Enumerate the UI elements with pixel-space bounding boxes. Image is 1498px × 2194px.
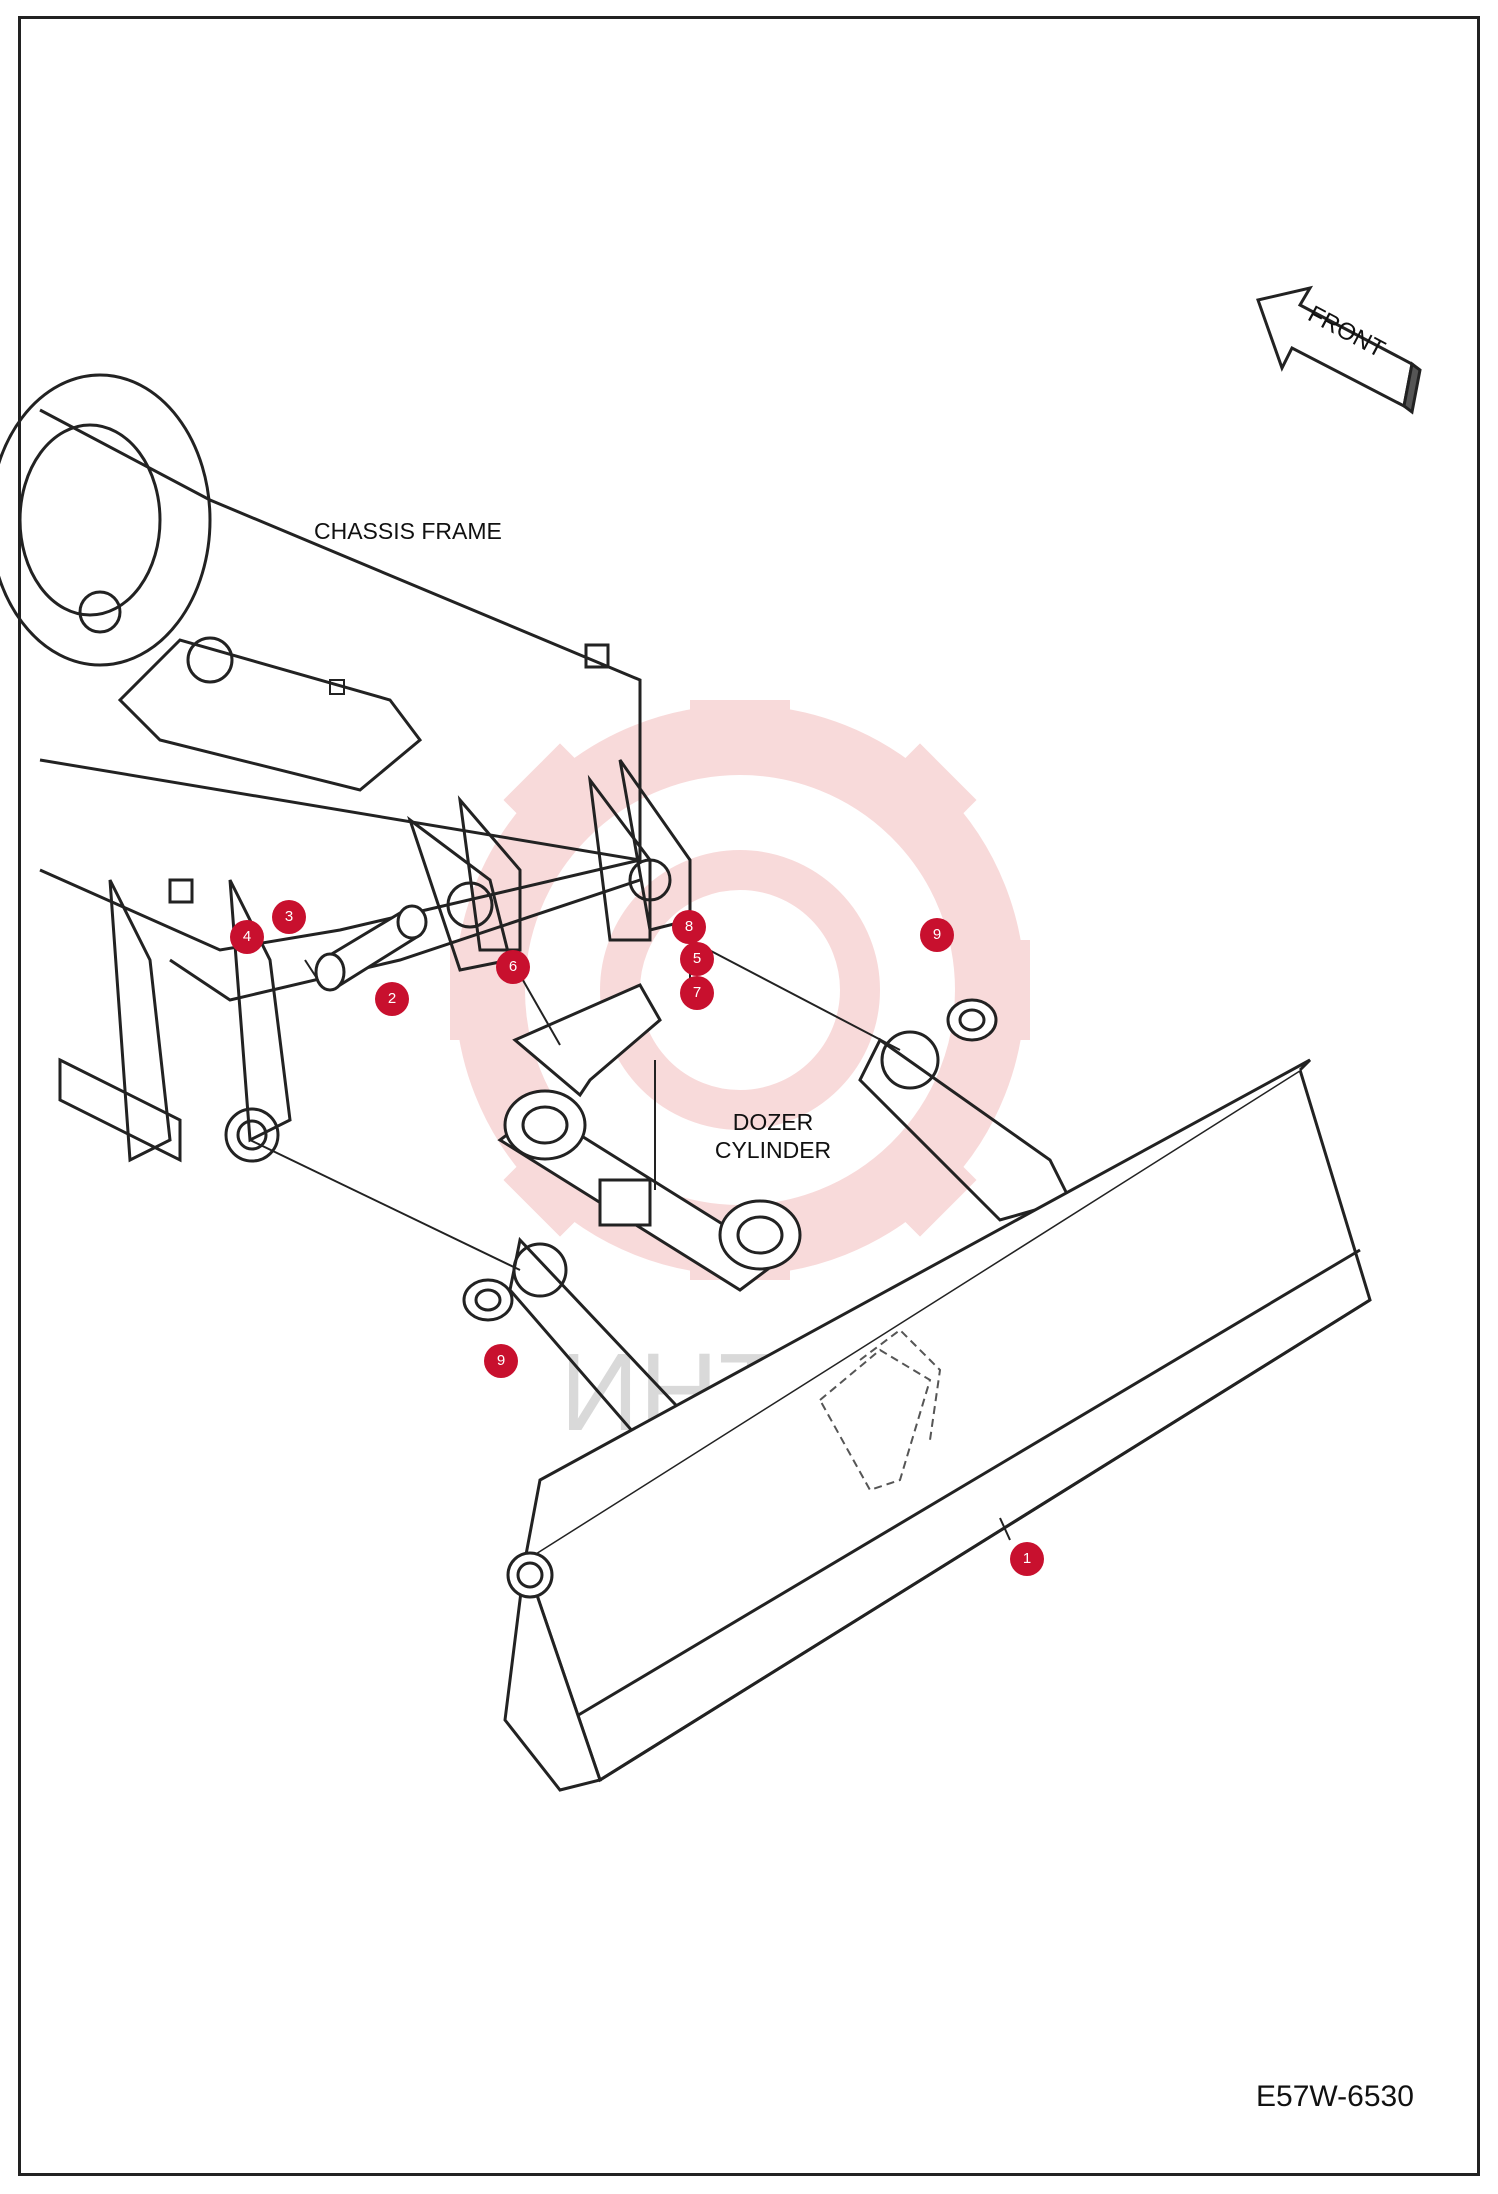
callout-9-upper[interactable]: 9 <box>920 918 954 952</box>
dozer-cylinder-label: DOZER CYLINDER <box>688 1108 858 1164</box>
callout-6[interactable]: 6 <box>496 950 530 984</box>
leader-lines <box>249 939 1011 1541</box>
callout-7[interactable]: 7 <box>680 976 714 1010</box>
cover-plate <box>512 983 662 1098</box>
dozer-blade <box>503 1058 1372 1792</box>
watermark-gear-logo <box>450 700 1030 1280</box>
callout-8[interactable]: 8 <box>672 910 706 944</box>
callout-9-lower[interactable]: 9 <box>484 1344 518 1378</box>
chassis-frame-label: CHASSIS FRAME <box>314 518 502 544</box>
dozer-cylinder <box>497 1089 802 1292</box>
dozer-cylinder-label-line1: DOZER <box>732 1109 814 1135</box>
callout-1[interactable]: 1 <box>1010 1542 1044 1576</box>
callout-4[interactable]: 4 <box>230 920 264 954</box>
drawing-border <box>18 16 1480 2176</box>
dozer-cylinder-label-line2: CYLINDER <box>714 1137 832 1163</box>
lift-lug-dashed <box>818 1328 942 1492</box>
figure-code: E57W-6530 <box>1256 2080 1414 2113</box>
pin-part <box>314 904 428 992</box>
callout-2[interactable]: 2 <box>375 982 409 1016</box>
bushing-part <box>462 998 998 1322</box>
front-arrow-icon <box>1256 285 1422 415</box>
callout-3[interactable]: 3 <box>272 900 306 934</box>
chassis-frame <box>0 373 692 1163</box>
callout-5[interactable]: 5 <box>680 942 714 976</box>
